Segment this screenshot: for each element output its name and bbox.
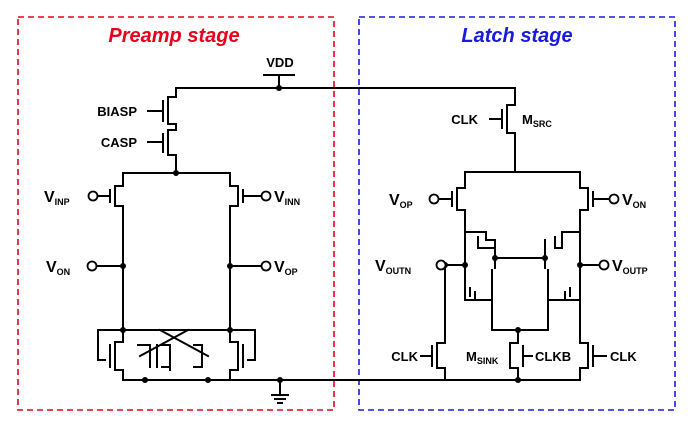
preamp-wiring xyxy=(95,172,581,404)
v-on-latch-label: VON xyxy=(622,192,646,210)
v-inp-label: VINP xyxy=(44,189,70,207)
pin-circles xyxy=(86,190,620,272)
msrc-label: MSRC xyxy=(522,112,552,129)
junction-dots xyxy=(120,85,583,383)
latch-wiring xyxy=(420,171,611,381)
clkb-label: CLKB xyxy=(535,349,571,364)
latch-stage-title: Latch stage xyxy=(461,25,572,47)
clk-left-label: CLK xyxy=(391,349,418,364)
msink-label: MSINK xyxy=(466,349,499,366)
v-op-latch-label: VOP xyxy=(389,192,413,210)
v-outp-label: VOUTP xyxy=(612,258,648,276)
casp-label: CASP xyxy=(101,135,137,150)
biasp-label: BIASP xyxy=(97,104,137,119)
vdd-label: VDD xyxy=(266,55,293,70)
v-outn-label: VOUTN xyxy=(375,258,411,276)
v-on-preamp-label: VON xyxy=(46,259,70,277)
clk-right-label: CLK xyxy=(610,349,637,364)
supply-wiring xyxy=(147,74,516,174)
clk-top-label: CLK xyxy=(451,112,478,127)
v-op-preamp-label: VOP xyxy=(274,259,298,277)
v-inn-label: VINN xyxy=(274,189,300,207)
preamp-stage-box xyxy=(17,16,335,411)
latch-stage-box xyxy=(358,16,676,411)
preamp-stage-title: Preamp stage xyxy=(108,25,239,47)
